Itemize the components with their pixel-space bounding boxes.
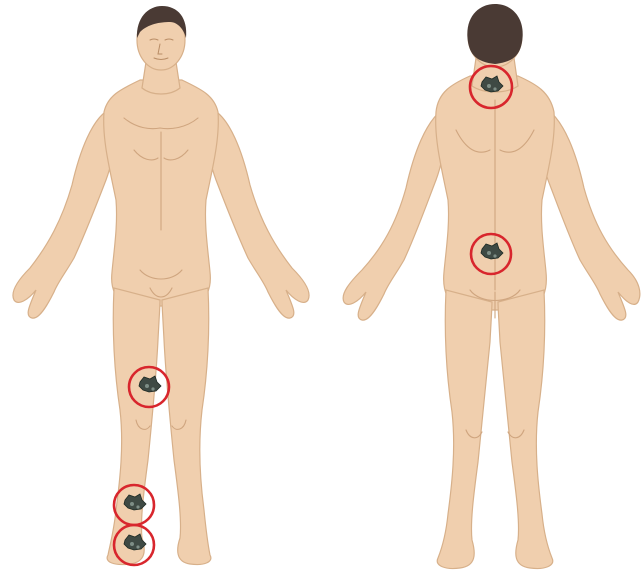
front-body-figure <box>13 6 309 565</box>
